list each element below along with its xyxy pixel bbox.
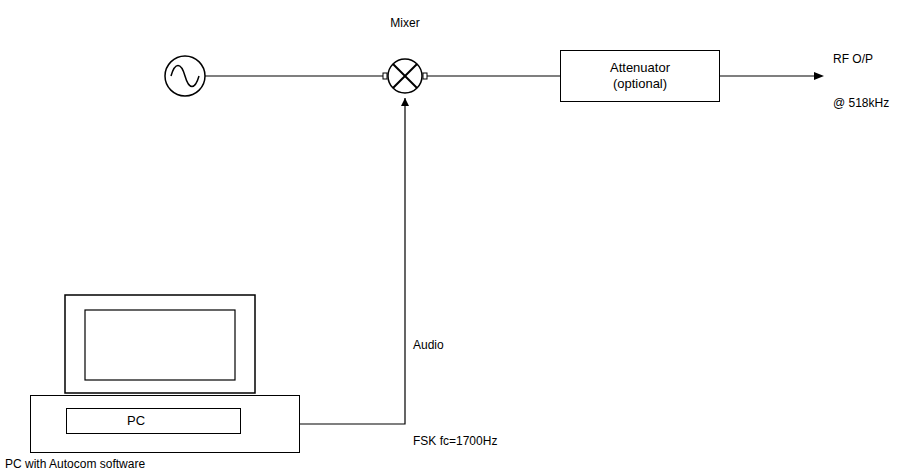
output-terminal [814,72,824,80]
signal-connector [427,76,560,77]
signal-name: Audio [412,338,445,352]
attenuator-box: Attenuator (optional) [560,50,720,102]
pc-label: PC [66,408,241,434]
oscillator-wire [205,75,385,76]
signal-name: FSK fc=1700Hz [412,434,498,448]
mixer-label: Mixer [390,16,419,30]
sine-wave [171,66,199,87]
port-name: RF O/P [832,52,874,66]
output-wire [720,75,820,76]
mixer-symbol: Mixer [387,58,423,94]
frequency-label: @ 518kHz [832,96,890,110]
signal-connector [300,98,409,424]
monitor-frame [65,295,255,393]
oscillator-symbol [165,56,205,96]
pc-base: PC [30,395,300,453]
mixer-outline [387,58,423,94]
box-label: Attenuator (optional) [595,60,685,92]
monitor-screen [85,310,235,380]
caption-note: PC with Autocom software [4,457,146,471]
